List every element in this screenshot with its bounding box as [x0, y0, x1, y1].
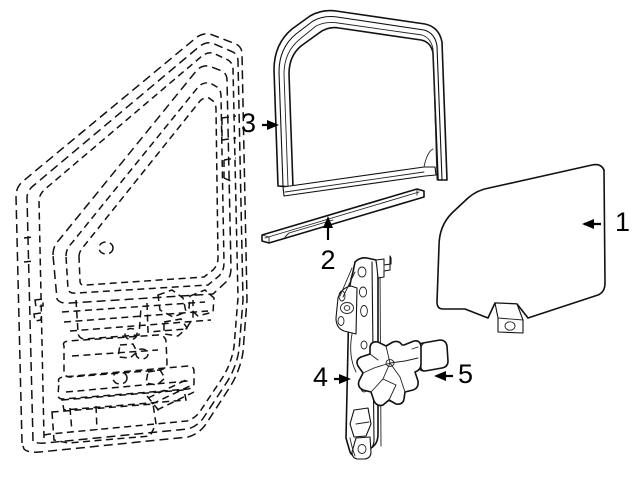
part-door-window-glass — [436, 163, 606, 334]
part-belt-weatherstrip-molding — [261, 188, 425, 244]
callout-label-2: 2 — [320, 245, 335, 275]
callout-3 — [262, 120, 279, 130]
part-window-regulator-motor — [356, 339, 449, 407]
door-shell-phantom-outline — [15, 33, 248, 453]
callout-label-3: 3 — [241, 108, 256, 138]
callout-5 — [434, 371, 453, 381]
callout-label-5: 5 — [458, 359, 473, 389]
part-window-frame-channel — [273, 9, 448, 197]
callout-label-4: 4 — [313, 362, 328, 392]
callout-2 — [323, 216, 333, 240]
callout-4 — [334, 374, 351, 384]
callout-1 — [582, 219, 601, 229]
callout-label-1: 1 — [615, 207, 630, 237]
